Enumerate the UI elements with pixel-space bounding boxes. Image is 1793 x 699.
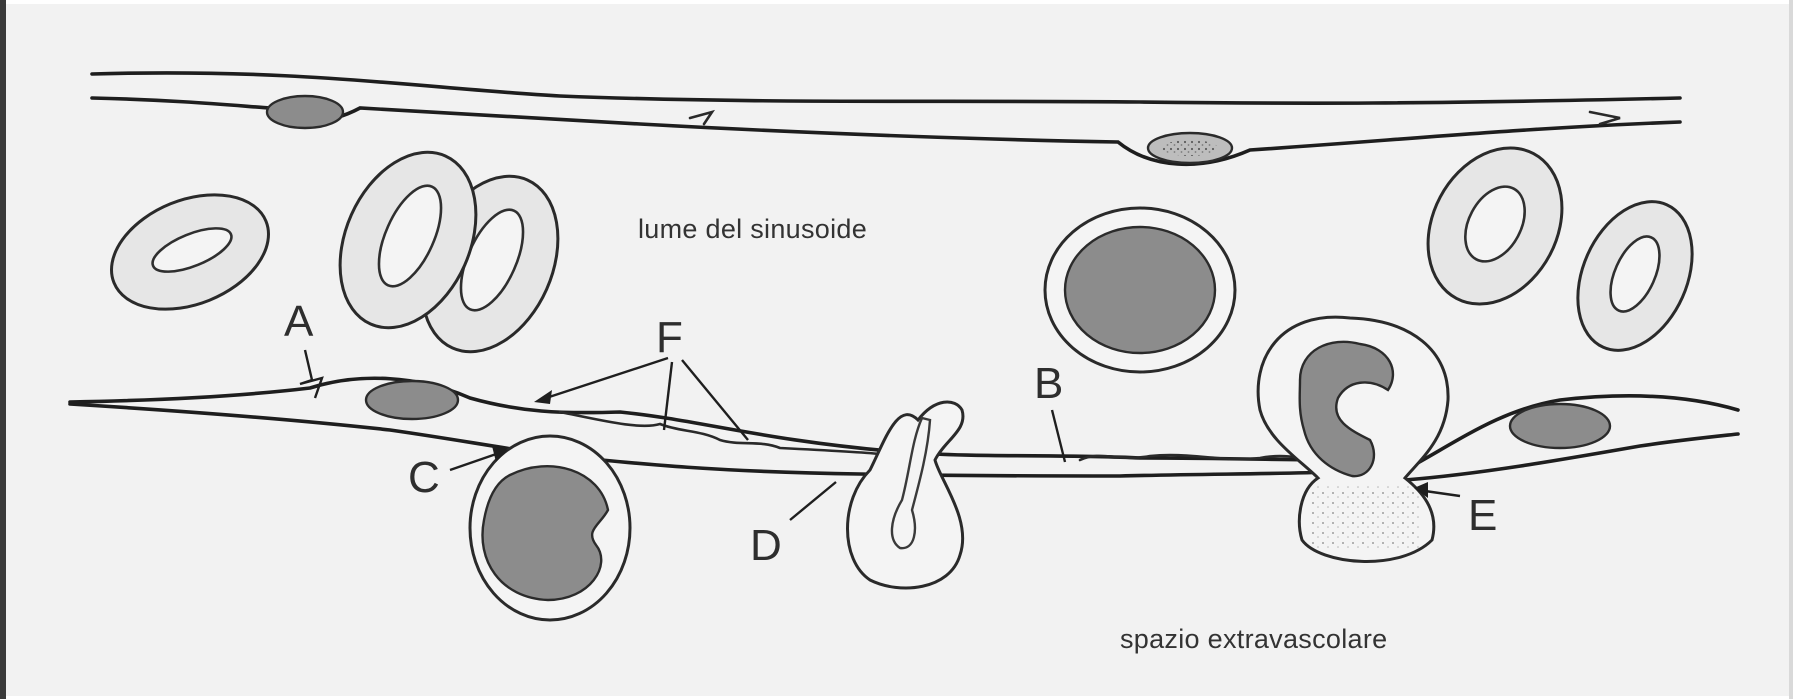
label-A: A [284, 297, 314, 346]
label-C: C [408, 453, 440, 502]
label-D: D [750, 521, 782, 570]
label-E: E [1468, 491, 1497, 540]
endothelial-nucleus [267, 96, 343, 128]
label-F: F [656, 313, 683, 362]
endothelial-nucleus [366, 381, 458, 419]
cell-C [470, 436, 630, 620]
label-B: B [1034, 359, 1063, 408]
endothelial-nucleus [1510, 404, 1610, 448]
endothelial-nucleus-texture [1162, 140, 1218, 156]
lumen-label: lume del sinusoide [638, 214, 867, 244]
leukocyte [1045, 208, 1235, 372]
extravascular-label: spazio extravascolare [1120, 624, 1387, 654]
